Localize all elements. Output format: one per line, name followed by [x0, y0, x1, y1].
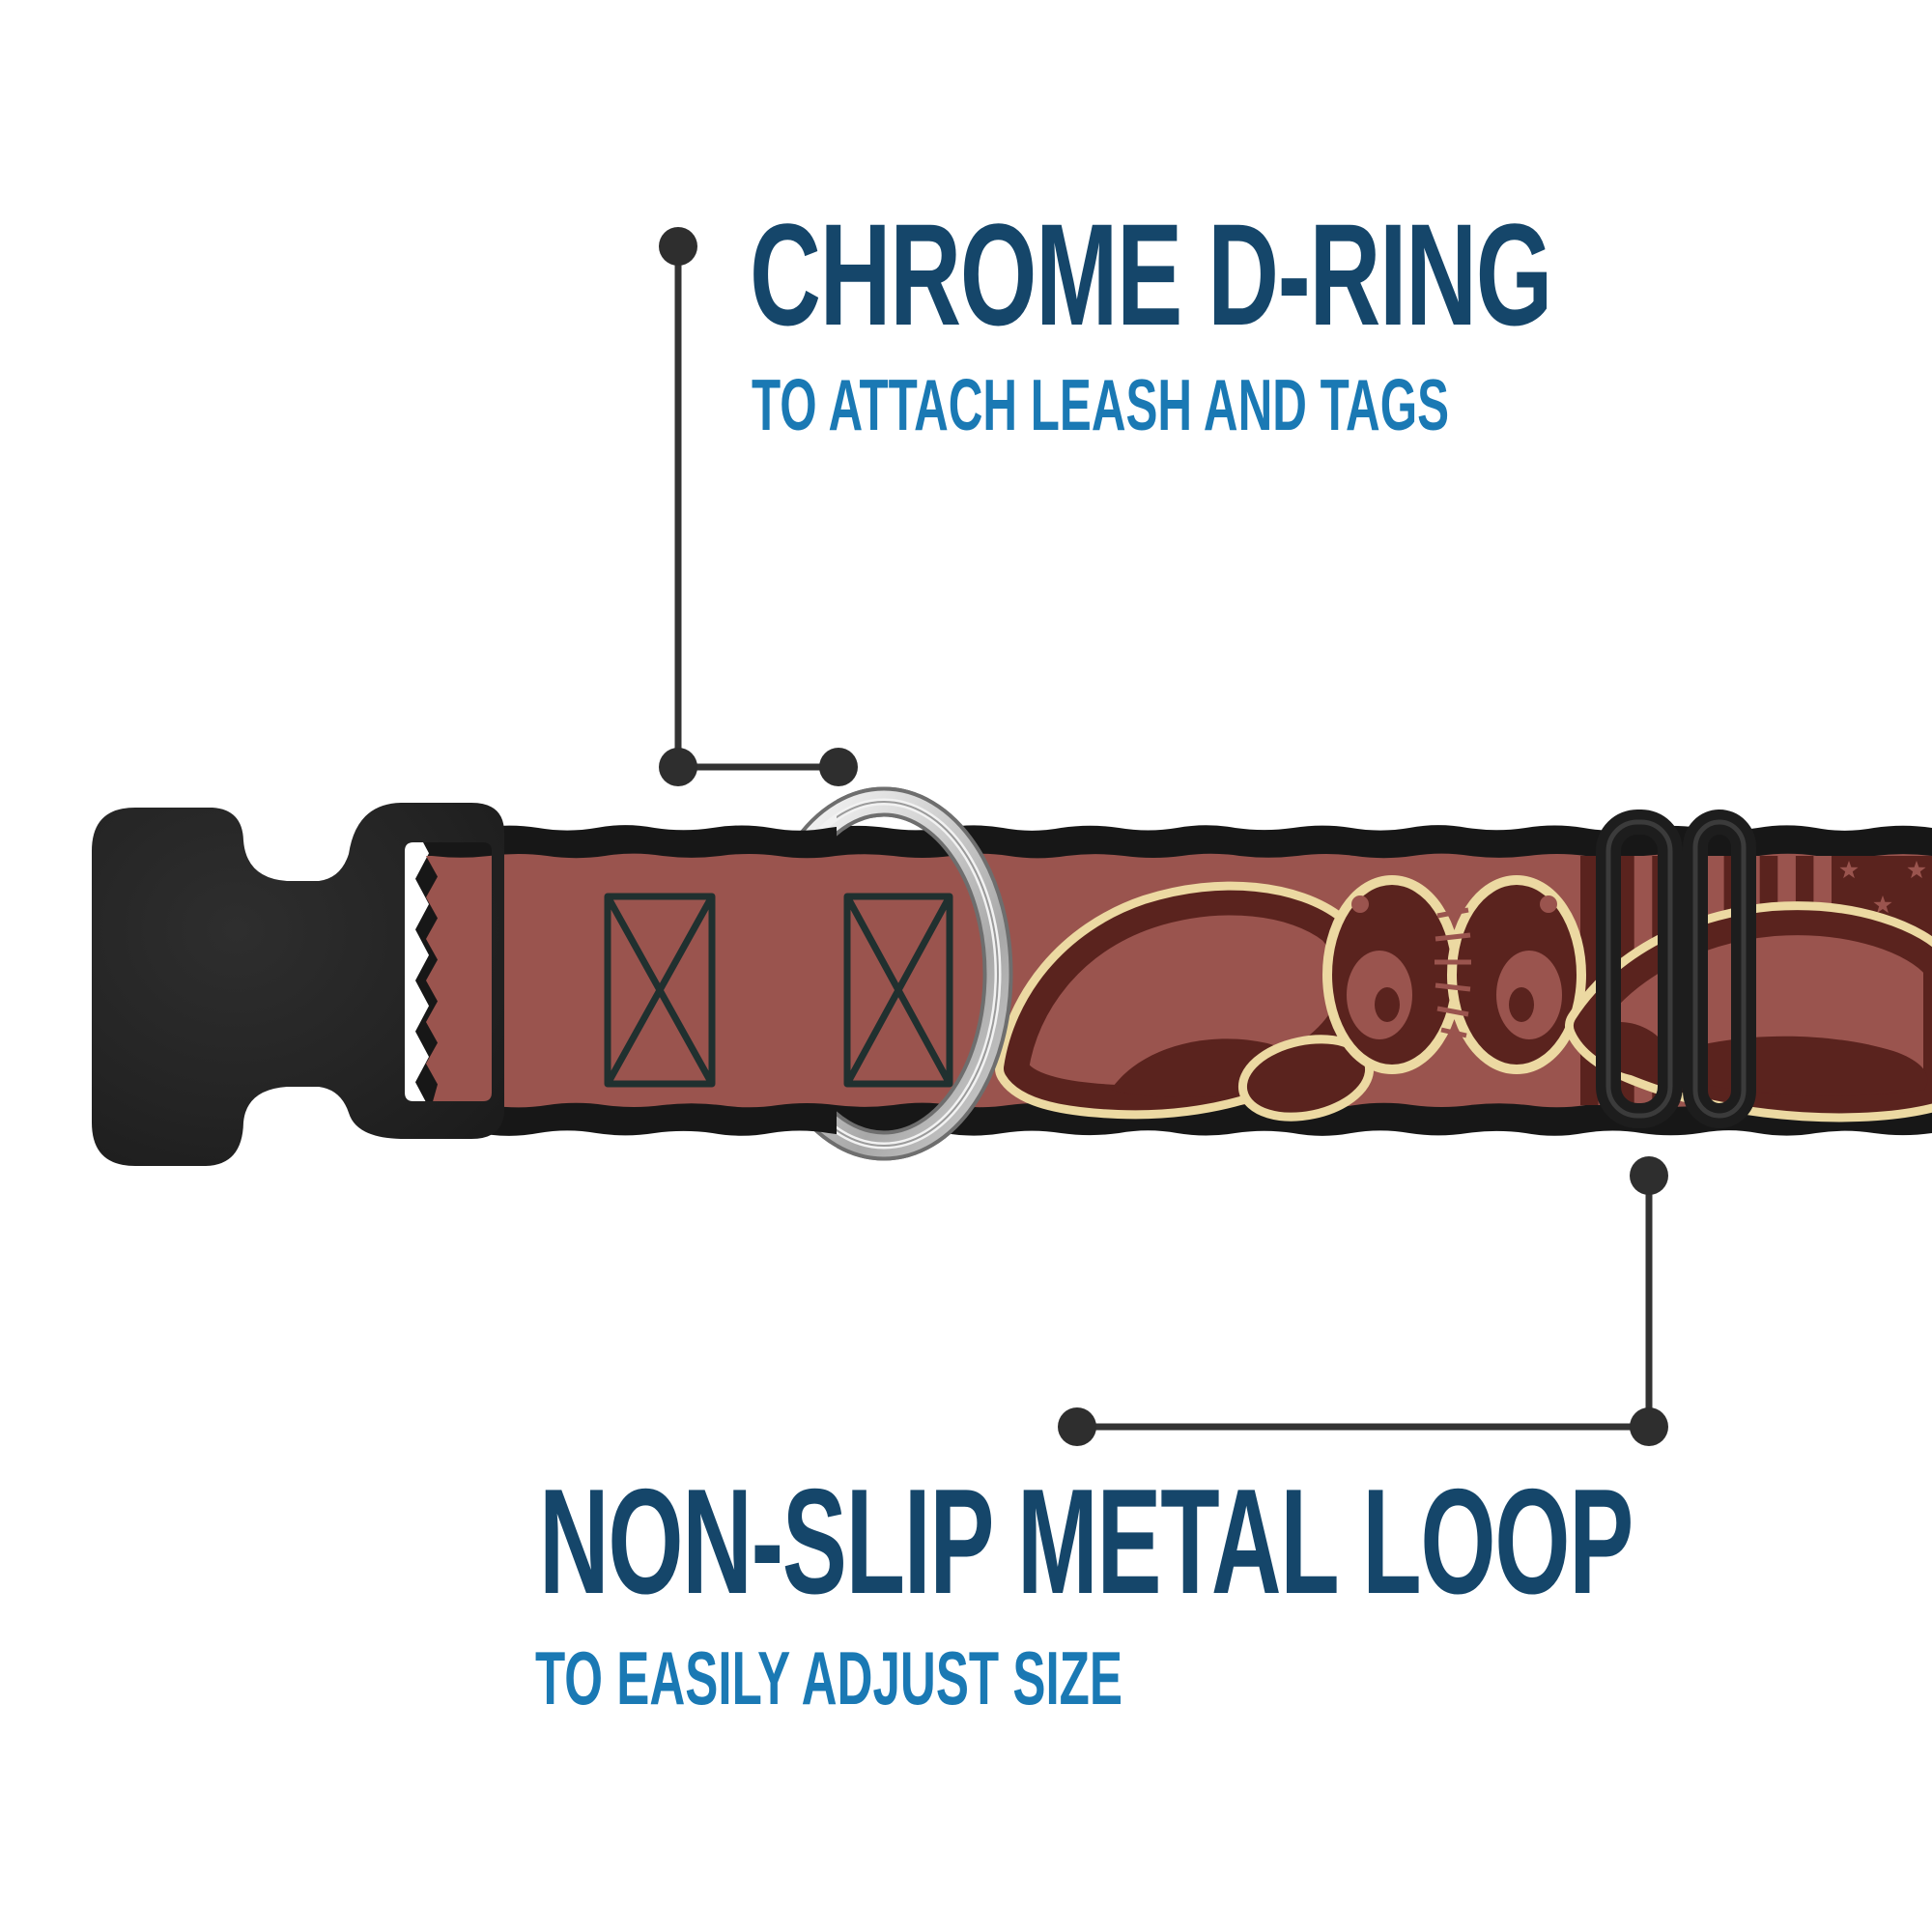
top-callout-dot-part-end	[819, 748, 858, 786]
bottom-callout-dot-elbow	[1630, 1407, 1668, 1446]
top-callout-subtitle: TO ATTACH LEASH AND TAGS	[752, 364, 1449, 445]
top-callout-connector-lines	[674, 246, 838, 771]
metal-loop-slider-icon	[1596, 810, 1756, 1128]
bottom-callout-dot-text-end	[1058, 1407, 1096, 1446]
stitch-box-right	[843, 893, 953, 1088]
callout-chrome-d-ring: CHROME D-RING TO ATTACH LEASH AND TAGS	[659, 193, 1553, 786]
buckle-icon	[92, 803, 504, 1166]
top-callout-dot-elbow	[659, 748, 697, 786]
otter-whiskers	[1435, 907, 1471, 1038]
otter-artwork-right	[1565, 901, 1932, 1122]
top-callout-dot-text-end	[659, 227, 697, 266]
bottom-callout-title: NON-SLIP METAL LOOP	[539, 1458, 1633, 1625]
bottom-callout-dot-part-end	[1630, 1156, 1668, 1195]
top-callout-title: CHROME D-RING	[750, 193, 1551, 355]
bottom-callout-subtitle: TO EASILY ADJUST SIZE	[535, 1635, 1122, 1720]
stitch-box-left	[604, 893, 716, 1088]
bottom-callout-connector-lines	[1077, 1176, 1653, 1431]
otter-artwork-center	[995, 875, 1586, 1122]
d-ring-icon	[837, 786, 1013, 1161]
callout-metal-loop: NON-SLIP METAL LOOP TO EASILY ADJUST SIZ…	[535, 1156, 1668, 1720]
